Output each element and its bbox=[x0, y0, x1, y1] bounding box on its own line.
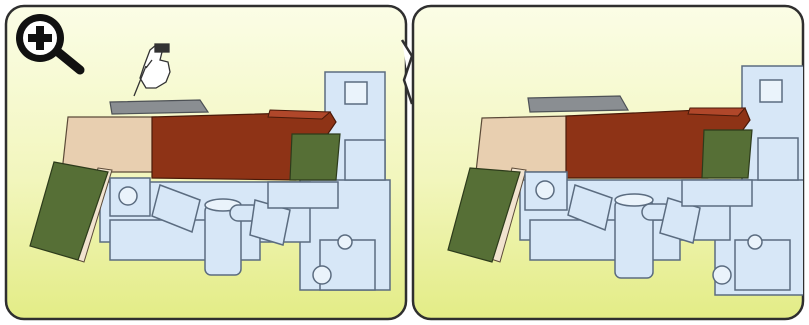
step-panel-before bbox=[6, 6, 406, 319]
step-panel-after bbox=[413, 6, 805, 319]
tan-block bbox=[476, 116, 570, 172]
gray-plate bbox=[110, 100, 208, 114]
olive-block bbox=[702, 130, 752, 178]
gray-plate bbox=[528, 96, 628, 112]
tan-block bbox=[62, 117, 156, 172]
olive-block bbox=[290, 134, 340, 180]
